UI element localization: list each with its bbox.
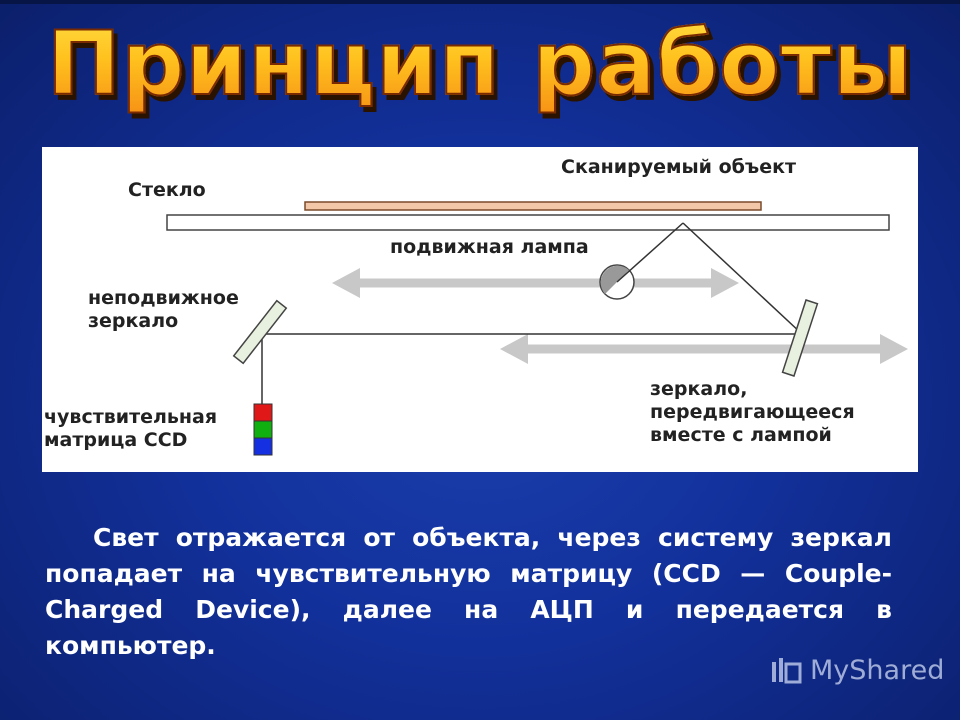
scanner-diagram: Сканируемый объект Стекло подвижная ламп… [42,147,918,472]
scanner-diagram-graphic [166,201,908,456]
watermark: MyShared [770,655,944,686]
watermark-text: MyShared [810,655,945,686]
label-moving-mirror: зеркало, передвигающееся вместе с лампой [650,378,855,446]
label-ccd-matrix: чувствительная матрица CCD [44,406,218,451]
fixed-mirror [232,299,288,365]
lamp-movement-arrow [332,268,739,298]
description-text: Свет отражается от объекта, через систем… [45,523,892,660]
label-fixed-mirror: неподвижное зеркало [88,287,239,332]
moving-mirror [781,299,819,377]
label-scanned-object: Сканируемый объект [561,156,797,178]
slide-title: Принцип работы [0,4,960,124]
myshared-logo-icon [772,657,802,683]
glass-plate [166,214,890,231]
label-glass: Стекло [128,179,206,201]
top-border [0,0,960,4]
light-path [259,222,803,405]
label-moving-lamp: подвижная лампа [390,236,589,258]
scanned-object [304,201,762,211]
ccd-matrix [253,403,273,456]
mirror-movement-arrow [500,334,908,364]
